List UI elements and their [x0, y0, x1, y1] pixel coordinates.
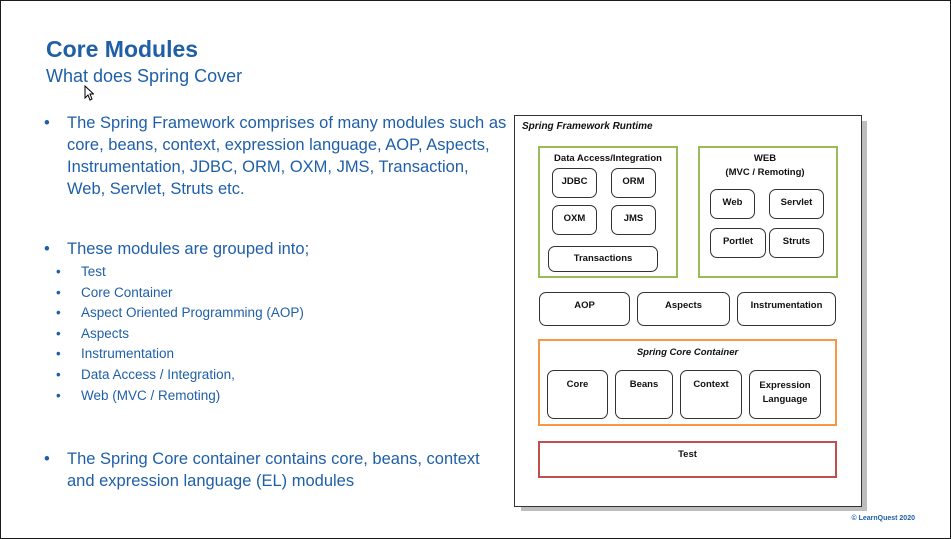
core-container-title: Spring Core Container	[636, 347, 739, 358]
jdbc-box: JDBC	[552, 168, 597, 198]
slide-subtitle: What does Spring Cover	[46, 66, 243, 86]
copyright: © LearnQuest 2020	[851, 515, 915, 522]
web-box: Web	[710, 189, 755, 219]
bullet-dot: •	[44, 114, 50, 132]
aop-box: AOP	[539, 292, 630, 326]
bullet-dot: •	[44, 240, 50, 258]
web-title: WEB (MVC / Remoting)	[725, 153, 805, 178]
core-box: Core	[547, 370, 608, 419]
bullet-text: These modules are grouped into;	[67, 240, 310, 258]
bullet-groups: • These modules are grouped into;	[44, 240, 309, 259]
bullet-dot: •	[44, 450, 50, 468]
bullet-dot: •	[56, 264, 61, 279]
runtime-title: Spring Framework Runtime	[522, 121, 653, 132]
mouse-pointer-icon	[84, 85, 94, 101]
portlet-box: Portlet	[710, 228, 766, 258]
aspects-box: Aspects	[637, 292, 730, 326]
bullet-text: The Spring Core container contains core,…	[67, 450, 480, 490]
transactions-box: Transactions	[548, 246, 658, 272]
beans-box: Beans	[615, 370, 673, 419]
bullet-text: The Spring Framework comprises of many m…	[67, 114, 507, 198]
instrumentation-box: Instrumentation	[737, 292, 836, 326]
expression-language-box: Expression Language	[749, 370, 821, 419]
bullet-dot: •	[56, 305, 61, 321]
bullet-dot: •	[56, 387, 61, 403]
bullet-dot: •	[56, 325, 61, 341]
orm-box: ORM	[611, 168, 656, 198]
oxm-box: OXM	[552, 205, 597, 235]
struts-box: Struts	[769, 228, 824, 258]
context-box: Context	[680, 370, 742, 419]
slide-title: Core Modules	[46, 36, 199, 62]
bullet-dot: •	[56, 284, 61, 300]
test-label: Test	[678, 449, 697, 460]
bullet-dot: •	[56, 346, 61, 362]
bullet-dot: •	[56, 366, 61, 382]
test-group	[538, 441, 837, 478]
jms-box: JMS	[611, 205, 656, 235]
bullet-core-container: • The Spring Core container contains cor…	[44, 448, 480, 490]
servlet-box: Servlet	[769, 189, 824, 219]
data-access-title: Data Access/Integration	[554, 153, 662, 164]
